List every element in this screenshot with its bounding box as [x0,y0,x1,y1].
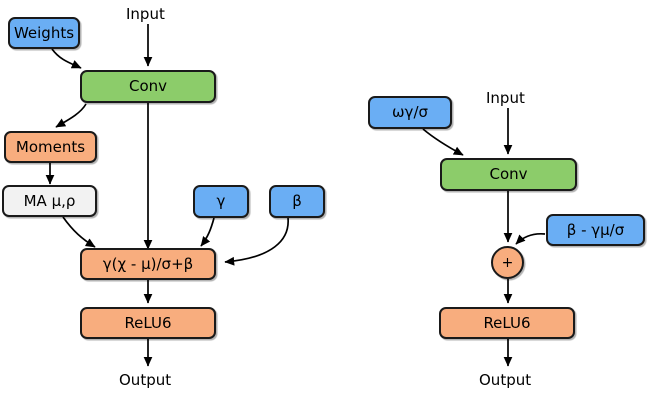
node-moments[interactable]: Moments [4,131,97,163]
node-batchnorm-formula[interactable]: γ(χ - μ)/σ+β [80,248,216,280]
input-label-right: Input [486,89,525,107]
node-relu6-left[interactable]: ReLU6 [80,307,216,339]
edge-beta-to-batchnorm [224,217,289,266]
node-beta[interactable]: β [269,185,325,218]
node-moving-average[interactable]: MA μ,ρ [2,185,97,217]
output-label-left: Output [119,371,172,389]
node-relu6-right[interactable]: ReLU6 [439,307,575,339]
edge-ma-to-batchnorm [62,216,96,248]
node-conv-right[interactable]: Conv [440,158,577,191]
edge-folded-bias-to-add [515,232,546,245]
node-weights[interactable]: Weights [8,17,80,49]
node-folded-bias[interactable]: β - γμ/σ [546,214,645,246]
edge-conv-to-moments [55,103,87,128]
edge-gamma-to-batchnorm [200,217,215,247]
edge-weights-to-conv [51,48,82,69]
node-conv-left[interactable]: Conv [80,70,216,103]
input-label-left: Input [126,5,165,23]
node-gamma[interactable]: γ [193,185,249,218]
output-label-right: Output [479,371,532,389]
node-add[interactable]: + [491,246,524,279]
node-folded-weights[interactable]: ωγ/σ [368,96,452,129]
edge-folded-weights-to-conv [422,128,464,156]
